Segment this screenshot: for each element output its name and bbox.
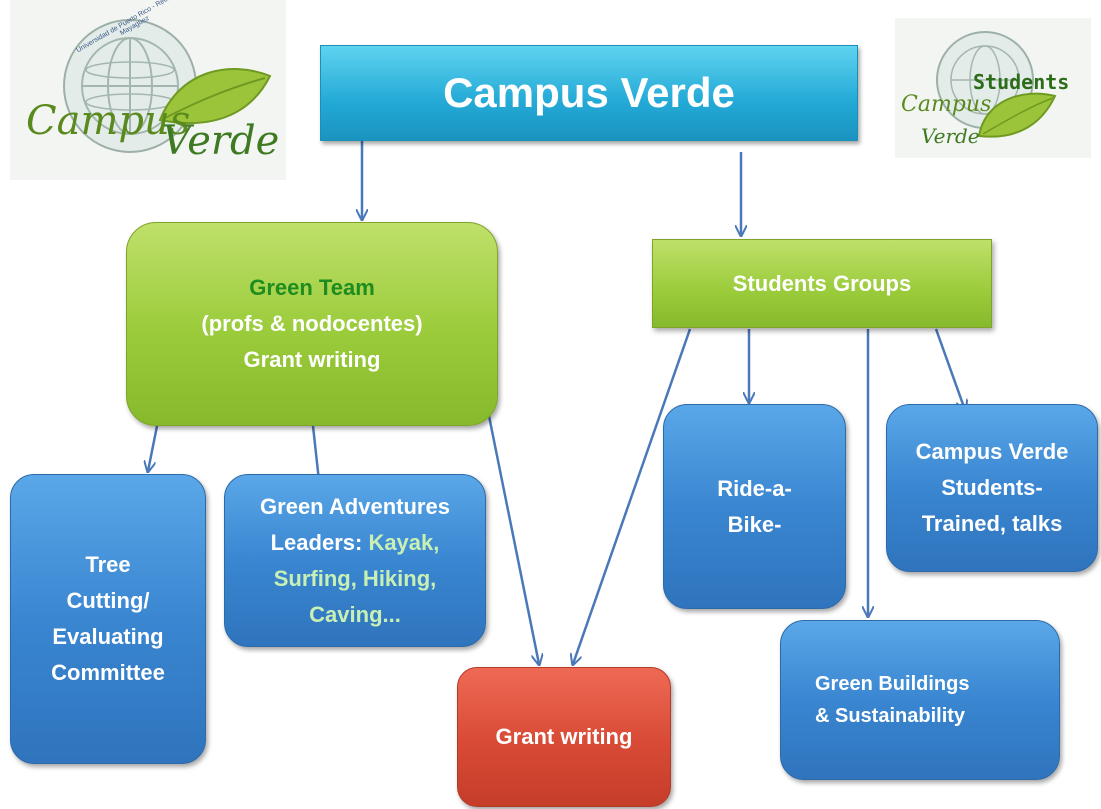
campus-verde-logo: Universidad de Puerto Rico - Recinto de … [10, 0, 286, 180]
ride-a-bike-box: Ride-a- Bike- [663, 404, 846, 609]
cvst-line: Trained, talks [921, 511, 1063, 536]
students-groups-box: Students Groups [652, 239, 992, 328]
grant-writing-box: Grant writing [457, 667, 671, 807]
page-title: Campus Verde [443, 69, 735, 116]
green-buildings-box: Green Buildings & Sustainability [780, 620, 1060, 780]
arrow-green-team-to-grant [485, 405, 539, 664]
adventures-line: Green Adventures [260, 493, 450, 519]
gbuild-line: & Sustainability [815, 705, 966, 727]
grant-writing-label: Grant writing [495, 724, 633, 749]
ride-line: Bike- [727, 511, 782, 537]
logo-students-text: Students [973, 70, 1070, 94]
gbuild-line: Green Buildings [815, 673, 970, 695]
adventures-activity: Kayak, [368, 529, 440, 555]
globe-leaf-logo-icon [936, 31, 1057, 138]
arrow-students-to-cvst [934, 328, 965, 410]
green-team-task: Grant writing [243, 347, 381, 372]
tree-line: Cutting/ [66, 588, 150, 613]
green-team-box: Green Team (profs & nodocentes) Grant wr… [126, 222, 498, 426]
tree-committee-box: Tree Cutting/ Evaluating Committee [10, 474, 206, 764]
logo-verde-text: Verde [921, 124, 980, 148]
tree-line: Committee [51, 660, 165, 685]
cvst-line: Students- [941, 475, 1043, 500]
adventures-leaders-label: Leaders: [270, 529, 369, 555]
globe-leaf-logo-icon [63, 19, 272, 153]
tree-line: Evaluating [52, 624, 164, 649]
adventures-line: Leaders: Kayak, [271, 525, 440, 561]
green-team-members: (profs & nodocentes) [201, 311, 423, 336]
campus-verde-students-logo: Students Campus Verde [895, 18, 1091, 158]
logo-verde-text: Verde [162, 118, 280, 164]
logo-script-text: Campus [26, 98, 191, 144]
green-adventures-box: Green Adventures Leaders: Kayak, Surfing… [224, 474, 486, 647]
adventures-activity: Surfing, Hiking, [273, 565, 437, 591]
arrow-green-team-to-tree [148, 425, 159, 471]
campus-verde-title-box: Campus Verde [320, 45, 858, 141]
adventures-activity: Caving... [309, 601, 401, 627]
cvst-line: Campus Verde [915, 439, 1069, 464]
arrow-students-to-grant [573, 328, 692, 664]
students-groups-label: Students Groups [732, 270, 912, 296]
green-team-title: Green Team [249, 275, 375, 300]
tree-line: Tree [85, 552, 131, 577]
ride-line: Ride-a- [717, 475, 792, 501]
campus-verde-students-box: Campus Verde Students- Trained, talks [886, 404, 1098, 572]
logo-script-text: Campus [901, 92, 992, 117]
